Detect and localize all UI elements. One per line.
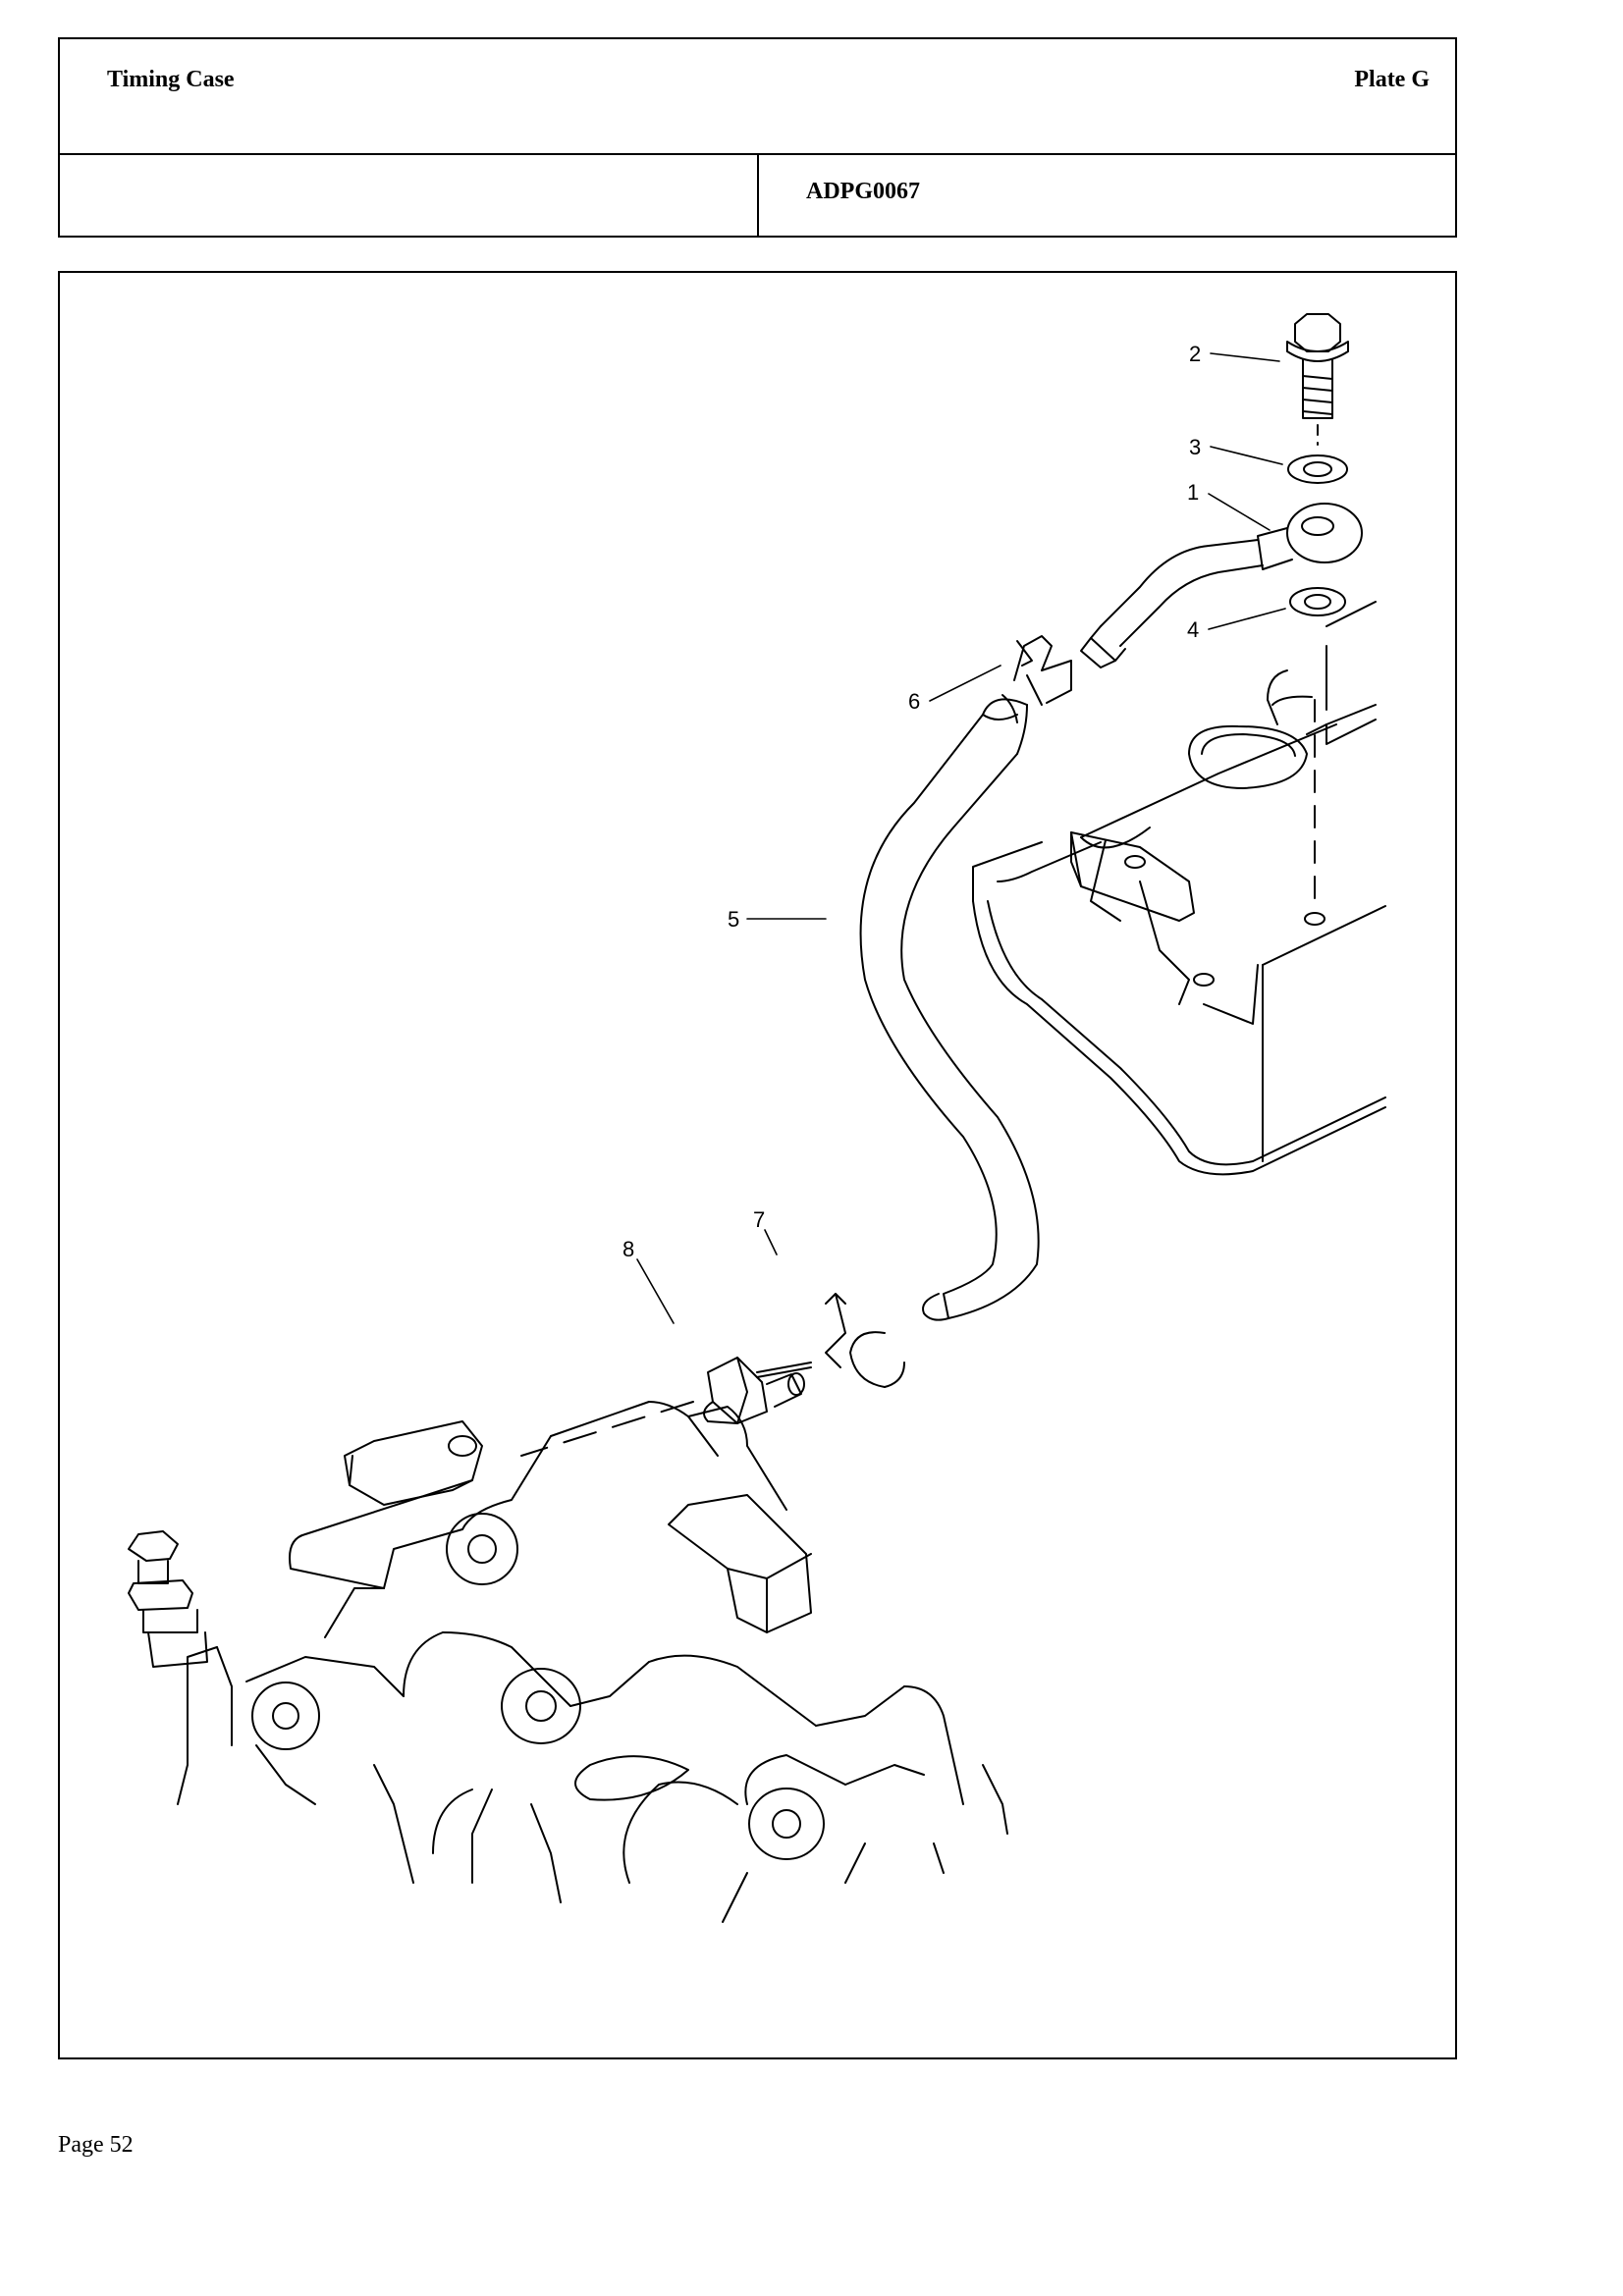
cover-hole — [1304, 912, 1325, 926]
header-row-title: Timing Case Plate G — [60, 39, 1455, 155]
reference-code: ADPG0067 — [806, 179, 920, 204]
rocker-cover-drawing — [972, 601, 1386, 1176]
lower-clip-drawing — [756, 1293, 905, 1388]
reference-blank-cell — [60, 155, 759, 238]
section-title: Timing Case — [107, 67, 235, 92]
hose-drawing — [859, 694, 1040, 1321]
plate-label: Plate G — [1354, 67, 1430, 92]
callout-1: 1 — [1187, 480, 1199, 505]
callout-leader-lines — [636, 352, 1286, 1324]
exploded-parts-diagram: 2 3 1 4 6 5 7 8 — [58, 271, 1457, 2059]
adaptor-drawing — [703, 1357, 805, 1424]
upper-clip-drawing — [1013, 635, 1072, 706]
sensor-drawing — [128, 1530, 208, 1668]
header-table: Timing Case Plate G ADPG0067 — [58, 37, 1457, 238]
alignment-line-adaptor — [520, 1401, 694, 1457]
lower-washer-drawing — [1289, 587, 1346, 616]
page-number: Page 52 — [58, 2132, 134, 2158]
diagram-drawing: 2 3 1 4 6 5 7 8 — [128, 313, 1386, 1923]
bolt-drawing — [1286, 313, 1349, 419]
callout-5: 5 — [728, 907, 739, 932]
callout-4: 4 — [1187, 617, 1199, 642]
callout-3: 3 — [1189, 435, 1201, 459]
header-row-reference: ADPG0067 — [60, 155, 1455, 238]
callout-2: 2 — [1189, 342, 1201, 366]
upper-washer-drawing — [1287, 454, 1348, 484]
cylinder-head-drawing — [177, 1401, 1008, 1923]
callout-6: 6 — [908, 689, 920, 714]
callout-8: 8 — [622, 1237, 634, 1261]
callout-7: 7 — [753, 1207, 765, 1232]
banjo-pipe-drawing — [1080, 503, 1363, 668]
